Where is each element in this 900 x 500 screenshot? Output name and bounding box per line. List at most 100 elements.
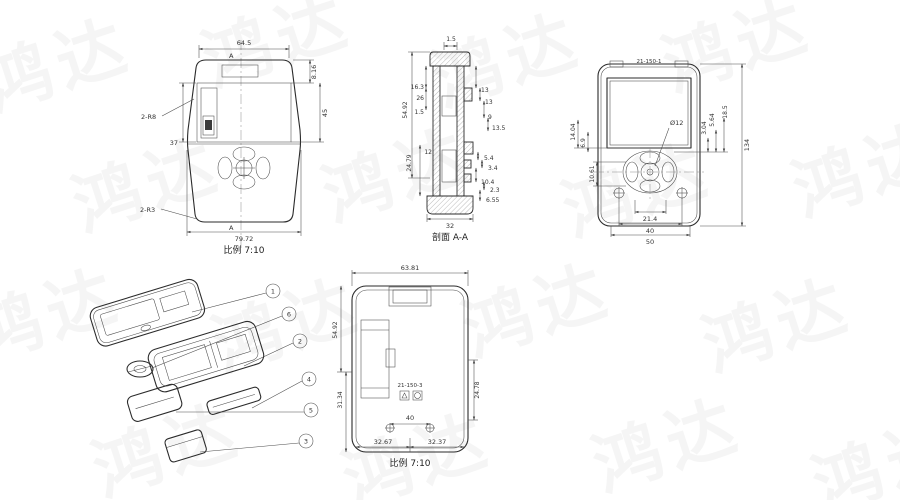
dim-internal-54-92: 54.92 bbox=[332, 321, 339, 338]
section-right-boss-2 bbox=[463, 141, 474, 155]
section-title: 剖面 A-A bbox=[432, 231, 469, 243]
dim-back-left-10-61: 10.61 bbox=[589, 165, 596, 182]
front-screen bbox=[196, 82, 292, 143]
callout-balloon-4: 4 bbox=[301, 371, 317, 387]
callout-balloon-3: 3 bbox=[298, 433, 314, 449]
front-section-marker-top: A bbox=[229, 52, 234, 60]
back-hole-dia-leader bbox=[654, 127, 670, 167]
section-dimension-lines bbox=[408, 42, 490, 222]
callout-number: 6 bbox=[287, 311, 291, 319]
exploded-leader-lines bbox=[151, 292, 304, 453]
dim-front-screen-height: 45 bbox=[321, 109, 329, 117]
dim-section-1-5: 1.5 bbox=[414, 109, 424, 116]
dim-internal-top-width: 63.81 bbox=[401, 264, 420, 272]
section-right-boss-1 bbox=[463, 87, 473, 102]
dim-back-bottom-50: 50 bbox=[646, 238, 654, 246]
section-right-boss-4 bbox=[463, 173, 472, 183]
dim-internal-32-37: 32.37 bbox=[428, 438, 447, 446]
exploded-small-box bbox=[164, 429, 207, 463]
front-top-slot bbox=[221, 64, 259, 78]
front-body-outline bbox=[186, 59, 302, 223]
back-dimension-lines bbox=[574, 63, 746, 237]
back-screw-centermarks bbox=[613, 187, 688, 199]
dim-section-bottom-width: 32 bbox=[446, 222, 454, 230]
callout-number: 1 bbox=[271, 288, 275, 296]
dim-section-26: 26 bbox=[416, 95, 424, 102]
callout-number: 3 bbox=[304, 438, 308, 446]
dim-back-overall-height: 134 bbox=[743, 139, 751, 151]
dim-section-9: 9 bbox=[488, 114, 492, 121]
callout-number: 2 bbox=[298, 338, 302, 346]
dim-back-hole-dia: Ø12 bbox=[670, 119, 683, 127]
dim-section-2-3: 2.3 bbox=[490, 187, 500, 194]
exploded-battery-cover bbox=[126, 383, 183, 422]
section-inner-part-1 bbox=[441, 95, 457, 117]
exploded-top-cover bbox=[89, 278, 206, 347]
exploded-ring bbox=[126, 360, 154, 378]
dim-back-left-14-04: 14.04 bbox=[570, 123, 577, 140]
exploded-strip bbox=[206, 386, 262, 415]
internal-scale-label: 比例 7:10 bbox=[389, 457, 430, 469]
dim-section-13-5: 13.5 bbox=[492, 125, 506, 132]
dim-front-bottom-width: 79.72 bbox=[235, 235, 254, 243]
dim-front-corner-bottom: 2-R3 bbox=[140, 206, 155, 214]
internal-screw-bosses bbox=[385, 423, 435, 433]
dim-section-16-3: 16.3 bbox=[411, 84, 425, 91]
dim-internal-24-78: 24.78 bbox=[474, 381, 481, 398]
callout-balloon-1: 1 bbox=[265, 283, 281, 299]
dim-front-left-width: 37 bbox=[170, 139, 178, 147]
section-inner-part-2 bbox=[441, 149, 457, 183]
front-scale-label: 比例 7:10 bbox=[223, 244, 264, 256]
section-top-cap bbox=[429, 51, 471, 67]
dim-section-13b: 13 bbox=[485, 99, 493, 106]
back-top-tab-right bbox=[674, 60, 689, 68]
section-right-boss-3 bbox=[463, 159, 472, 169]
front-section-marker-bottom: A bbox=[229, 224, 234, 232]
internal-part-number: 21-150-3 bbox=[398, 383, 423, 389]
dim-section-12: 12 bbox=[424, 149, 432, 156]
dim-front-top-width: 64.5 bbox=[237, 39, 251, 47]
front-dimension-lines bbox=[160, 45, 324, 236]
exploded-view: 1 6 2 4 5 3 bbox=[89, 278, 319, 463]
dim-section-top-thickness: 1.5 bbox=[446, 36, 456, 43]
dim-back-left-6-9: 6.9 bbox=[580, 138, 587, 148]
back-part-number: 21-150-1 bbox=[637, 59, 662, 65]
front-connector-block bbox=[205, 120, 212, 130]
dim-section-10-4: 10.4 bbox=[481, 179, 495, 186]
dim-back-right-5-64: 5.64 bbox=[709, 113, 716, 127]
dim-front-corner-top: 2-R8 bbox=[141, 113, 156, 121]
back-view: 21-150-1 Ø12 bbox=[570, 59, 751, 246]
internal-top-notch bbox=[388, 286, 432, 307]
callout-balloon-5: 5 bbox=[303, 402, 319, 418]
dim-internal-31-34: 31.34 bbox=[337, 391, 344, 408]
back-top-tab-left bbox=[609, 60, 624, 68]
front-view: 64.5 A 8.16 45 37 2-R8 2-R3 A 79.72 比例 7… bbox=[140, 39, 329, 256]
internal-dimension-lines bbox=[337, 270, 478, 453]
dim-section-54-92: 54.92 bbox=[402, 101, 409, 118]
section-view: 1.5 16.3 26 54.92 1.5 24.79 12 13 13 9 1… bbox=[402, 36, 506, 243]
internal-latch bbox=[385, 348, 396, 368]
dim-section-13a: 13 bbox=[481, 87, 489, 94]
dim-internal-32-67: 32.67 bbox=[374, 438, 393, 446]
dim-section-5-4: 5.4 bbox=[484, 155, 494, 162]
dim-internal-40: 40 bbox=[406, 414, 414, 422]
internal-battery-bay bbox=[360, 319, 390, 399]
section-right-wall bbox=[456, 65, 465, 197]
back-screen bbox=[606, 77, 692, 149]
section-left-wall bbox=[432, 65, 441, 197]
dim-back-bottom-21-4: 21.4 bbox=[643, 215, 657, 223]
callout-balloon-2: 2 bbox=[292, 333, 308, 349]
section-foot bbox=[426, 195, 474, 215]
dim-section-6-55: 6.55 bbox=[486, 197, 500, 204]
internal-body-outline bbox=[351, 285, 469, 453]
front-dpad bbox=[217, 146, 271, 190]
dim-section-3-4: 3.4 bbox=[488, 165, 498, 172]
exploded-mid-frame bbox=[147, 320, 265, 393]
dim-back-bottom-40: 40 bbox=[646, 227, 654, 235]
callout-number: 4 bbox=[307, 376, 311, 384]
dim-back-right-3-04: 3.04 bbox=[701, 121, 708, 135]
back-body-outline bbox=[597, 63, 701, 227]
callout-balloon-6: 6 bbox=[281, 306, 297, 322]
